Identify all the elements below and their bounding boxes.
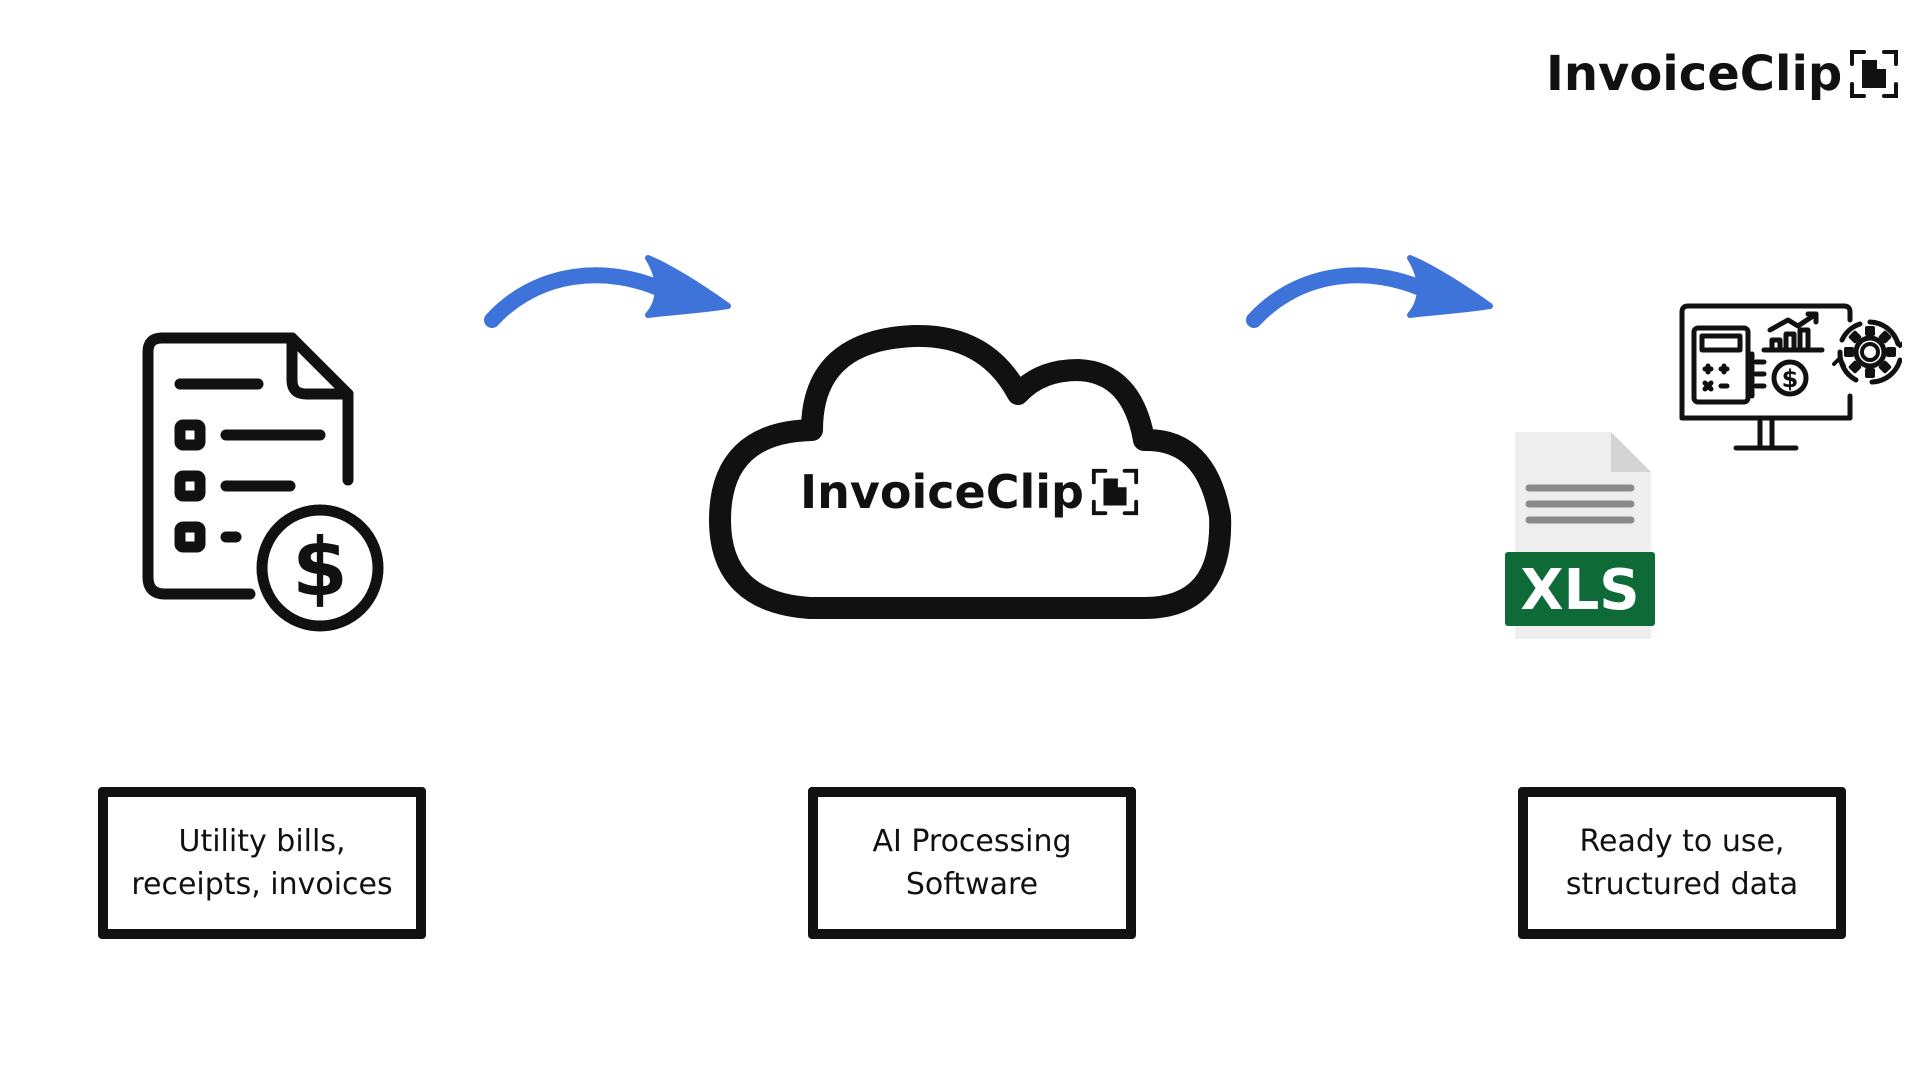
caption-box-output: Ready to use, structured data xyxy=(1518,787,1846,939)
caption-input-text: Utility bills, receipts, invoices xyxy=(131,824,393,902)
brand-logo: InvoiceClip xyxy=(1546,48,1900,100)
cloud-icon xyxy=(709,324,1232,619)
brand-name: InvoiceClip xyxy=(1546,46,1843,102)
invoice-dollar-icon: $ xyxy=(142,332,384,632)
svg-text:$: $ xyxy=(292,521,348,614)
caption-box-processing: AI Processing Software xyxy=(808,787,1136,939)
xls-file-icon: XLS xyxy=(1505,432,1655,639)
caption-output-text: Ready to use, structured data xyxy=(1565,824,1799,902)
flow-arrow-1 xyxy=(484,255,731,328)
clip-logo-icon xyxy=(1850,50,1899,98)
xls-label: XLS xyxy=(1520,558,1639,623)
finance-monitor-icon: $ xyxy=(1679,303,1902,451)
caption-box-input: Utility bills, receipts, invoices xyxy=(98,787,426,939)
svg-text:$: $ xyxy=(1782,365,1799,393)
caption-processing-text: AI Processing Software xyxy=(872,824,1072,902)
flow-arrow-2 xyxy=(1246,255,1493,328)
